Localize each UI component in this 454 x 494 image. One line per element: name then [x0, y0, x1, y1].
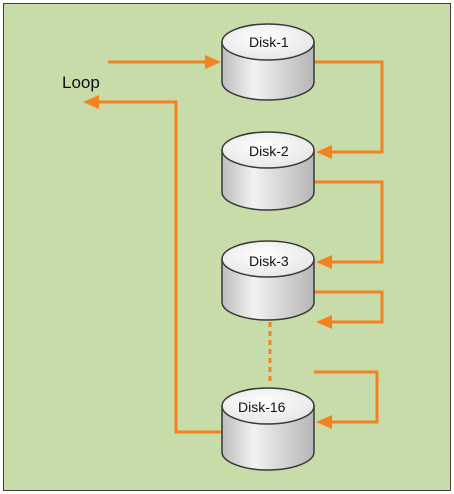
disk-16-cylinder: Disk-16 — [221, 387, 315, 471]
disk-2-label: Disk-2 — [249, 143, 289, 159]
disk-3-cylinder: Disk-3 — [221, 240, 315, 321]
disk3-out-line — [314, 290, 384, 324]
disk1-to-disk2-arrowhead — [316, 145, 332, 159]
disk1-to-disk2-line — [314, 60, 384, 154]
entry-arrowhead — [205, 55, 221, 69]
into-disk16-line — [314, 370, 379, 424]
loop-label: Loop — [62, 73, 100, 92]
disk-2-cylinder: Disk-2 — [221, 131, 315, 211]
disk2-to-disk3-arrowhead — [316, 255, 332, 269]
disk-1-cylinder: Disk-1 — [221, 23, 315, 101]
disk-16-label: Disk-16 — [238, 399, 286, 415]
disk3-out-arrowhead — [316, 315, 332, 329]
disk2-to-disk3-line — [314, 180, 384, 264]
disk-3-label: Disk-3 — [249, 253, 289, 269]
return-loop-line — [96, 100, 222, 434]
connections — [83, 55, 384, 434]
disk-1-label: Disk-1 — [249, 34, 289, 50]
into-disk16-arrowhead — [316, 415, 332, 429]
return-loop-arrowhead — [83, 95, 99, 109]
